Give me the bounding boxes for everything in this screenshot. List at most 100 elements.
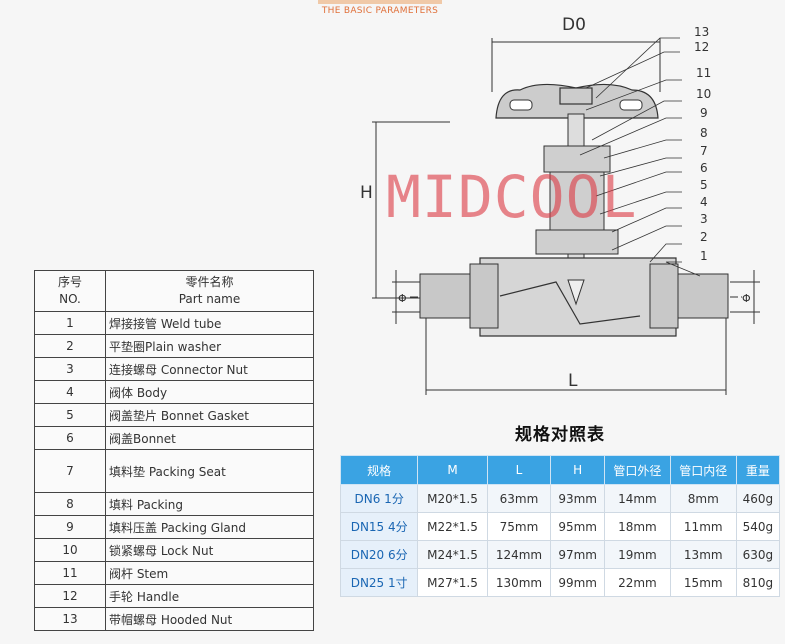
spec-header-cell: 规格: [339, 455, 419, 485]
spec-cell: 15mm: [669, 568, 737, 597]
page-header: THE BASIC PARAMETERS: [300, 0, 460, 18]
dim-d0-label: D0: [562, 15, 586, 35]
spec-header-cell: 管口外径: [604, 455, 671, 485]
spec-table-header: 规格 M L H 管口外径 管口内径 重量: [339, 455, 781, 485]
valve-diagram: 13 12 11 10 9 8 7 6 5 4 3 2 1 D0 H L Φ Φ: [360, 15, 760, 395]
table-row: DN15 4分 M22*1.5 75mm 95mm 18mm 11mm 540g: [339, 512, 781, 541]
part-no: 4: [34, 380, 106, 404]
spec-cell: DN6 1分: [339, 484, 419, 513]
spec-cell: DN20 6分: [339, 540, 419, 569]
part-name: 平垫圈Plain washer: [105, 334, 314, 358]
part-no: 8: [34, 492, 106, 516]
spec-cell: 63mm: [486, 484, 552, 513]
part-name: 阀体 Body: [105, 380, 314, 404]
spec-header-cell: 重量: [735, 455, 781, 485]
spec-header-cell: H: [550, 455, 606, 485]
part-name: 填料 Packing: [105, 492, 314, 516]
spec-cell: 11mm: [669, 512, 737, 541]
part-no: 11: [34, 561, 106, 585]
part-name: 焊接接管 Weld tube: [105, 311, 314, 335]
part-name: 锁紧螺母 Lock Nut: [105, 538, 314, 562]
part-no: 10: [34, 538, 106, 562]
spec-header-cell: 管口内径: [669, 455, 737, 485]
spec-cell: 630g: [735, 540, 781, 569]
spec-table-title: 规格对照表: [515, 425, 605, 445]
callout-9: 9: [700, 106, 708, 120]
callout-7: 7: [700, 144, 708, 158]
part-name: 阀盖垫片 Bonnet Gasket: [105, 403, 314, 427]
spec-cell: 460g: [735, 484, 781, 513]
phi-right-label: Φ: [742, 292, 751, 305]
spec-cell: 130mm: [486, 568, 552, 597]
part-name: 填料压盖 Packing Gland: [105, 515, 314, 539]
part-name: 阀杆 Stem: [105, 561, 314, 585]
spec-cell: 124mm: [486, 540, 552, 569]
part-name: 连接螺母 Connector Nut: [105, 357, 314, 381]
callout-4: 4: [700, 195, 708, 209]
part-name: 阀盖Bonnet: [105, 426, 314, 450]
callout-6: 6: [700, 161, 708, 175]
callout-12: 12: [694, 40, 709, 54]
part-no: 12: [34, 584, 106, 608]
parts-table-header: 序号 NO. 零件名称 Part name: [34, 270, 314, 312]
phi-left-label: Φ: [398, 292, 407, 305]
table-row: DN25 1寸 M27*1.5 130mm 99mm 22mm 15mm 810…: [339, 568, 781, 597]
spec-cell: 18mm: [604, 512, 671, 541]
spec-cell: M20*1.5: [417, 484, 488, 513]
dim-l-label: L: [568, 371, 578, 391]
callout-1: 1: [700, 249, 708, 263]
callout-11: 11: [696, 66, 711, 80]
parts-header-name-cn: 零件名称: [185, 275, 234, 289]
spec-cell: 8mm: [669, 484, 737, 513]
callout-13: 13: [694, 25, 709, 39]
part-no: 6: [34, 426, 106, 450]
spec-cell: 95mm: [550, 512, 606, 541]
parts-header-no-cn: 序号: [57, 275, 82, 289]
spec-header-cell: M: [417, 455, 488, 485]
spec-cell: M27*1.5: [417, 568, 488, 597]
part-no: 7: [34, 449, 106, 493]
spec-table: 规格 M L H 管口外径 管口内径 重量 DN6 1分 M20*1.5 63m…: [339, 455, 781, 597]
part-no: 3: [34, 357, 106, 381]
spec-cell: 810g: [735, 568, 781, 597]
watermark: MIDCOOL: [386, 163, 638, 231]
part-no: 1: [34, 311, 106, 335]
spec-cell: 19mm: [604, 540, 671, 569]
spec-cell: 540g: [735, 512, 781, 541]
callout-8: 8: [700, 126, 708, 140]
part-no: 2: [34, 334, 106, 358]
callout-2: 2: [700, 230, 708, 244]
parts-header-name-en: Part name: [178, 292, 241, 306]
spec-cell: 14mm: [604, 484, 671, 513]
spec-cell: DN25 1寸: [339, 568, 419, 597]
table-row: DN20 6分 M24*1.5 124mm 97mm 19mm 13mm 630…: [339, 540, 781, 569]
spec-cell: M24*1.5: [417, 540, 488, 569]
header-subtitle: THE BASIC PARAMETERS: [321, 6, 439, 16]
spec-cell: 22mm: [604, 568, 671, 597]
spec-header-cell: L: [486, 455, 552, 485]
spec-cell: 97mm: [550, 540, 606, 569]
spec-cell: M22*1.5: [417, 512, 488, 541]
header-decoration: [318, 0, 442, 4]
table-row: DN6 1分 M20*1.5 63mm 93mm 14mm 8mm 460g: [339, 484, 781, 513]
part-no: 5: [34, 403, 106, 427]
spec-cell: 99mm: [550, 568, 606, 597]
parts-header-name: 零件名称 Part name: [105, 270, 314, 312]
part-name: 手轮 Handle: [105, 584, 314, 608]
spec-cell: DN15 4分: [339, 512, 419, 541]
part-no: 13: [34, 607, 106, 631]
callout-10: 10: [696, 87, 711, 101]
